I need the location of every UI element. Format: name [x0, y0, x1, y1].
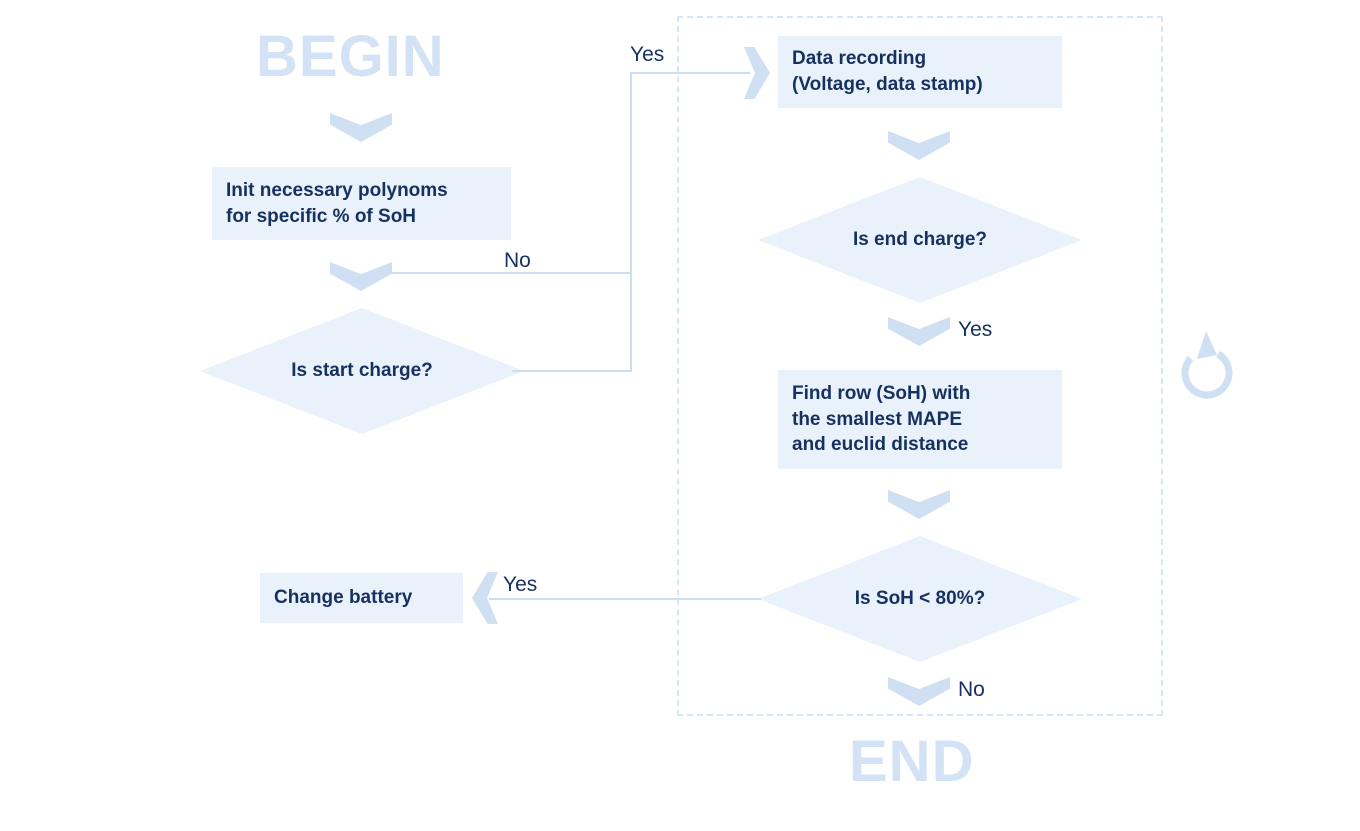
process-change-battery[interactable]: Change battery — [260, 573, 463, 623]
process-init-polynoms[interactable]: Init necessary polynoms for specific % o… — [212, 167, 511, 240]
edge-line-start-charge-no-vertical — [630, 272, 632, 372]
loop-region-boundary — [677, 16, 1163, 716]
edge-label-start-charge-yes: Yes — [630, 43, 665, 66]
chevron-down-icon-init-to-start-charge — [330, 262, 392, 291]
decision-is-end-charge-label: Is end charge? — [852, 229, 988, 250]
decision-is-end-charge[interactable]: Is end charge? — [758, 177, 1082, 303]
edge-line-start-charge-yes-horizontal — [630, 72, 750, 74]
edge-label-end-charge-yes: Yes — [958, 318, 993, 341]
end-terminal-label: END — [849, 729, 975, 794]
edge-line-start-charge-no-horizontal — [386, 272, 632, 274]
decision-is-soh-below-80-label: Is SoH < 80%? — [854, 588, 986, 609]
edge-label-soh-no: No — [958, 678, 985, 701]
edge-label-soh-yes: Yes — [503, 573, 538, 596]
decision-is-soh-below-80[interactable]: Is SoH < 80%? — [758, 536, 1082, 662]
decision-is-start-charge[interactable]: Is start charge? — [200, 308, 524, 434]
begin-terminal-label: BEGIN — [256, 24, 445, 89]
edge-line-soh-yes — [489, 598, 761, 600]
chevron-down-icon-begin-to-init — [330, 113, 392, 142]
decision-is-start-charge-label: Is start charge? — [291, 360, 433, 381]
process-data-recording[interactable]: Data recording (Voltage, data stamp) — [778, 36, 1062, 108]
process-find-row-soh[interactable]: Find row (SoH) with the smallest MAPE an… — [778, 370, 1062, 469]
loop-refresh-icon — [1177, 325, 1241, 405]
edge-label-start-charge-no: No — [504, 249, 531, 272]
edge-line-start-charge-no-from-diamond — [512, 370, 632, 372]
edge-line-start-charge-yes-vertical — [630, 72, 632, 273]
